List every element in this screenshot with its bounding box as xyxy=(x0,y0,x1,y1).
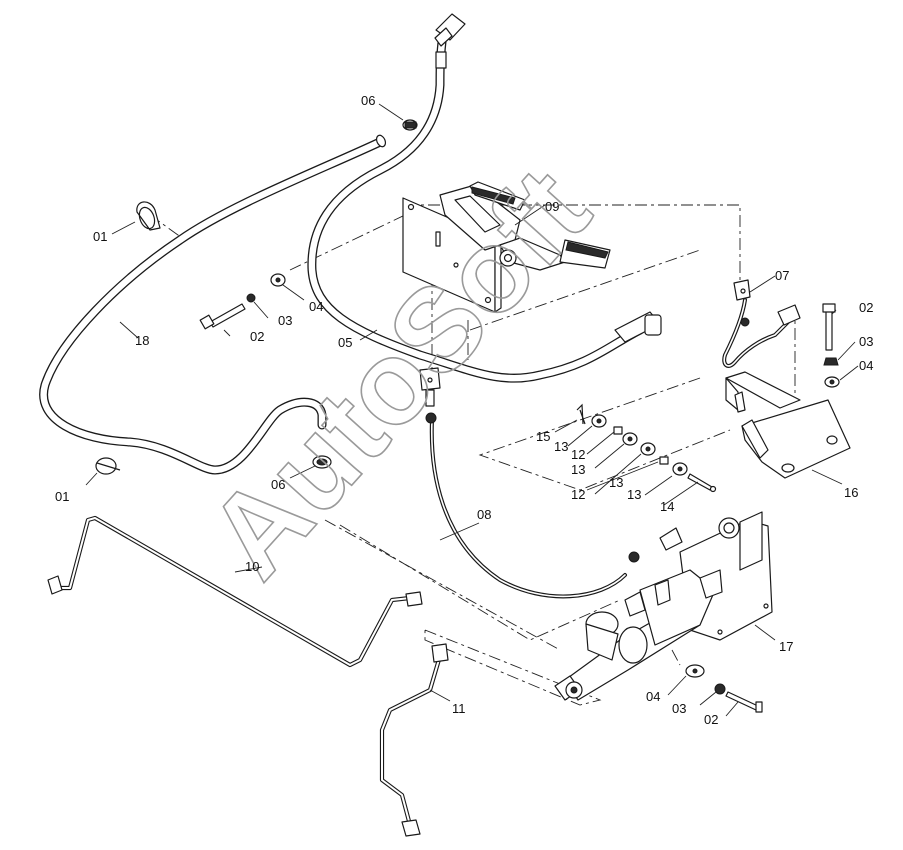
cable-07 xyxy=(722,279,801,368)
callout-12-upper: 12 xyxy=(571,447,585,462)
callout-06-upper: 06 xyxy=(361,93,375,108)
callout-09: 09 xyxy=(545,199,559,214)
callout-02-lower: 02 xyxy=(704,712,718,727)
pin-15 xyxy=(576,403,586,425)
pedal-assembly-09 xyxy=(402,181,611,313)
bracket-16 xyxy=(725,371,851,479)
callout-01-upper: 01 xyxy=(93,229,107,244)
callout-15: 15 xyxy=(536,429,550,444)
bushing-12-b xyxy=(659,456,669,465)
callout-02-left: 02 xyxy=(250,329,264,344)
callout-labels: 01 01 02 02 02 03 03 03 04 04 04 05 06 0… xyxy=(55,93,873,727)
bolt-02-upper-left xyxy=(199,303,246,330)
callout-13-c: 13 xyxy=(627,487,641,502)
nut-03-right xyxy=(823,357,839,366)
callout-13-a: 13 xyxy=(554,439,568,454)
clamp-06-upper xyxy=(402,119,418,131)
callout-03-lower: 03 xyxy=(672,701,686,716)
clevis-pin-14 xyxy=(687,473,717,493)
nut-03-upper-left xyxy=(246,293,256,303)
washer-04-lower xyxy=(685,664,705,678)
washer-13-a xyxy=(591,414,607,428)
callout-11: 11 xyxy=(452,701,466,716)
clamp-06-lower xyxy=(312,455,332,469)
master-cylinder xyxy=(554,569,723,701)
callout-13-b: 13 xyxy=(571,462,585,477)
callout-16: 16 xyxy=(844,485,858,500)
nut-03-lower xyxy=(714,683,726,695)
callout-08: 08 xyxy=(477,507,491,522)
washer-13-b xyxy=(622,432,638,446)
callout-14: 14 xyxy=(660,499,674,514)
clamp-01-upper xyxy=(136,201,161,231)
washer-13-c xyxy=(640,442,656,456)
leader-lines xyxy=(85,103,859,717)
clamp-01-lower xyxy=(95,457,121,475)
washer-04-upper-left xyxy=(270,273,286,287)
callout-04-right: 04 xyxy=(859,358,873,373)
callout-10: 10 xyxy=(245,559,259,574)
callout-01-lower: 01 xyxy=(55,489,69,504)
hose-05 xyxy=(307,13,662,383)
bushing-12-a xyxy=(613,426,623,435)
callout-12-lower: 12 xyxy=(571,487,585,502)
callout-04-lower: 04 xyxy=(646,689,660,704)
callout-17: 17 xyxy=(779,639,793,654)
bolt-02-lower xyxy=(725,691,763,713)
callout-07: 07 xyxy=(775,268,789,283)
pipe-11 xyxy=(379,643,449,837)
callout-13-d: 13 xyxy=(609,475,623,490)
callout-02-right: 02 xyxy=(859,300,873,315)
bolt-02-right xyxy=(822,303,836,351)
pipe-10 xyxy=(47,515,423,668)
callout-03-right: 03 xyxy=(859,334,873,349)
assembly-lines xyxy=(149,204,796,706)
callout-03-left: 03 xyxy=(278,313,292,328)
washer-04-right xyxy=(824,376,840,388)
washer-13-d xyxy=(672,462,688,476)
cable-08 xyxy=(419,367,683,599)
callout-04-left: 04 xyxy=(309,299,323,314)
callout-05: 05 xyxy=(338,335,352,350)
hose-18 xyxy=(39,134,387,475)
callout-06-lower: 06 xyxy=(271,477,285,492)
callout-18: 18 xyxy=(135,333,149,348)
